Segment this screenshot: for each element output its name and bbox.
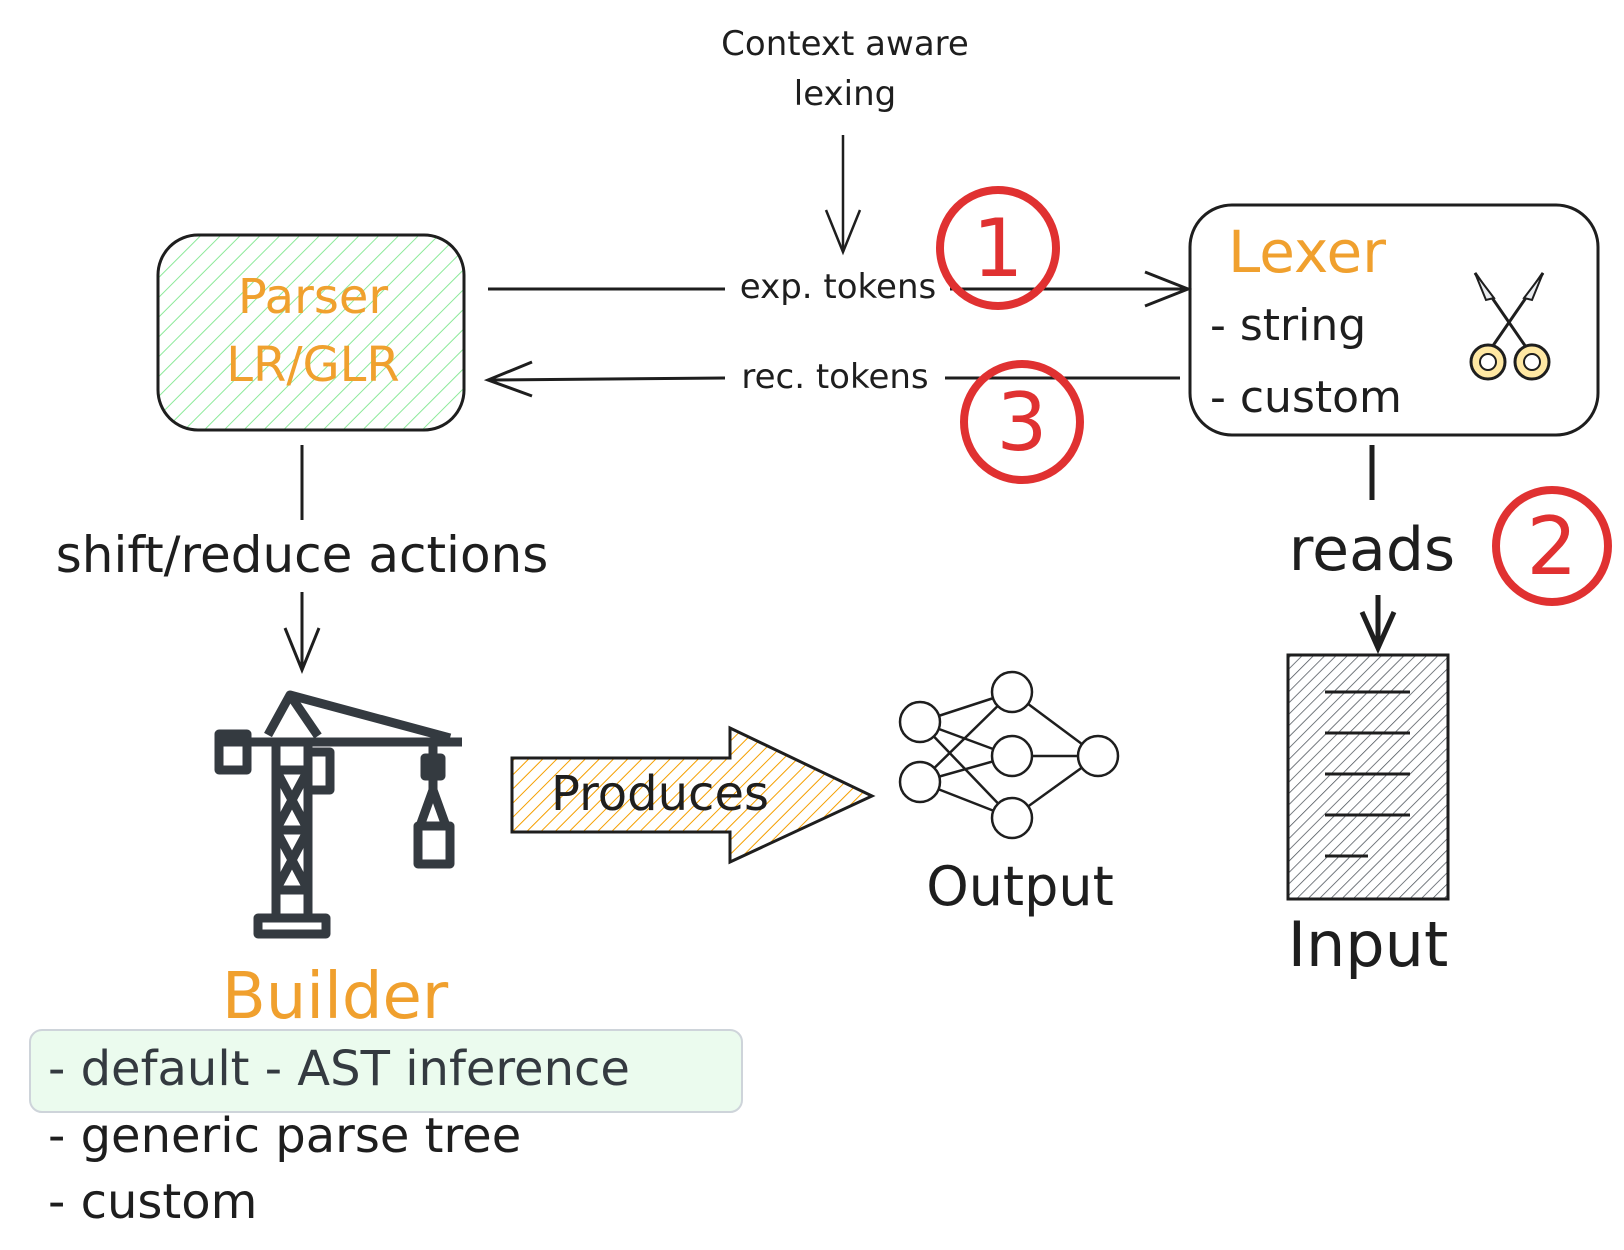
lexer-item-string: - string <box>1210 300 1366 351</box>
context-note-line1: Context aware <box>721 24 969 64</box>
edge-label-expected: exp. tokens <box>740 267 936 307</box>
edge-recognized-tokens: rec. tokens <box>483 357 1180 398</box>
context-arrow <box>824 135 862 256</box>
lexer-title: Lexer <box>1228 218 1386 286</box>
builder-highlight <box>29 1029 743 1113</box>
edge-label-shift-reduce: shift/reduce actions <box>56 526 549 584</box>
builder-item-default: - default - AST inference <box>48 1041 630 1097</box>
produces-label: Produces <box>551 766 769 822</box>
input-label: Input <box>1288 908 1449 981</box>
edge-expected-tokens: exp. tokens <box>488 267 1193 308</box>
lexer-node: Lexer - string - custom <box>1188 203 1600 437</box>
scissors-icon <box>1469 272 1551 381</box>
step-badge-1: 1 <box>936 186 1060 310</box>
builder-item-custom: - custom <box>48 1174 257 1230</box>
neural-network-icon <box>898 670 1120 840</box>
output-label: Output <box>926 855 1114 918</box>
builder-title: Builder <box>222 960 449 1034</box>
parser-subtitle: LR/GLR <box>226 337 400 393</box>
edge-lexer-input: reads <box>1289 445 1455 655</box>
step-number-2: 2 <box>1527 500 1578 593</box>
produces-arrow: Produces <box>510 725 876 865</box>
edge-label-recognized: rec. tokens <box>741 357 928 397</box>
parser-box <box>156 233 466 432</box>
step-badge-2: 2 <box>1492 486 1612 606</box>
edge-label-reads: reads <box>1289 515 1455 585</box>
builder-node: Builder - default - AST inference - gene… <box>29 960 743 1230</box>
step-number-3: 3 <box>997 376 1048 469</box>
context-note: Context aware lexing <box>721 24 969 256</box>
step-badge-3: 3 <box>960 360 1084 484</box>
step-number-1: 1 <box>973 202 1024 295</box>
document-icon <box>1286 653 1450 901</box>
crane-icon <box>214 690 462 939</box>
edge-parser-builder: shift/reduce actions <box>56 445 549 674</box>
lexer-item-custom: - custom <box>1210 372 1402 423</box>
parser-title: Parser <box>238 269 388 325</box>
parser-node: Parser LR/GLR <box>156 233 466 432</box>
builder-item-generic: - generic parse tree <box>48 1108 521 1164</box>
context-note-line2: lexing <box>794 74 896 114</box>
